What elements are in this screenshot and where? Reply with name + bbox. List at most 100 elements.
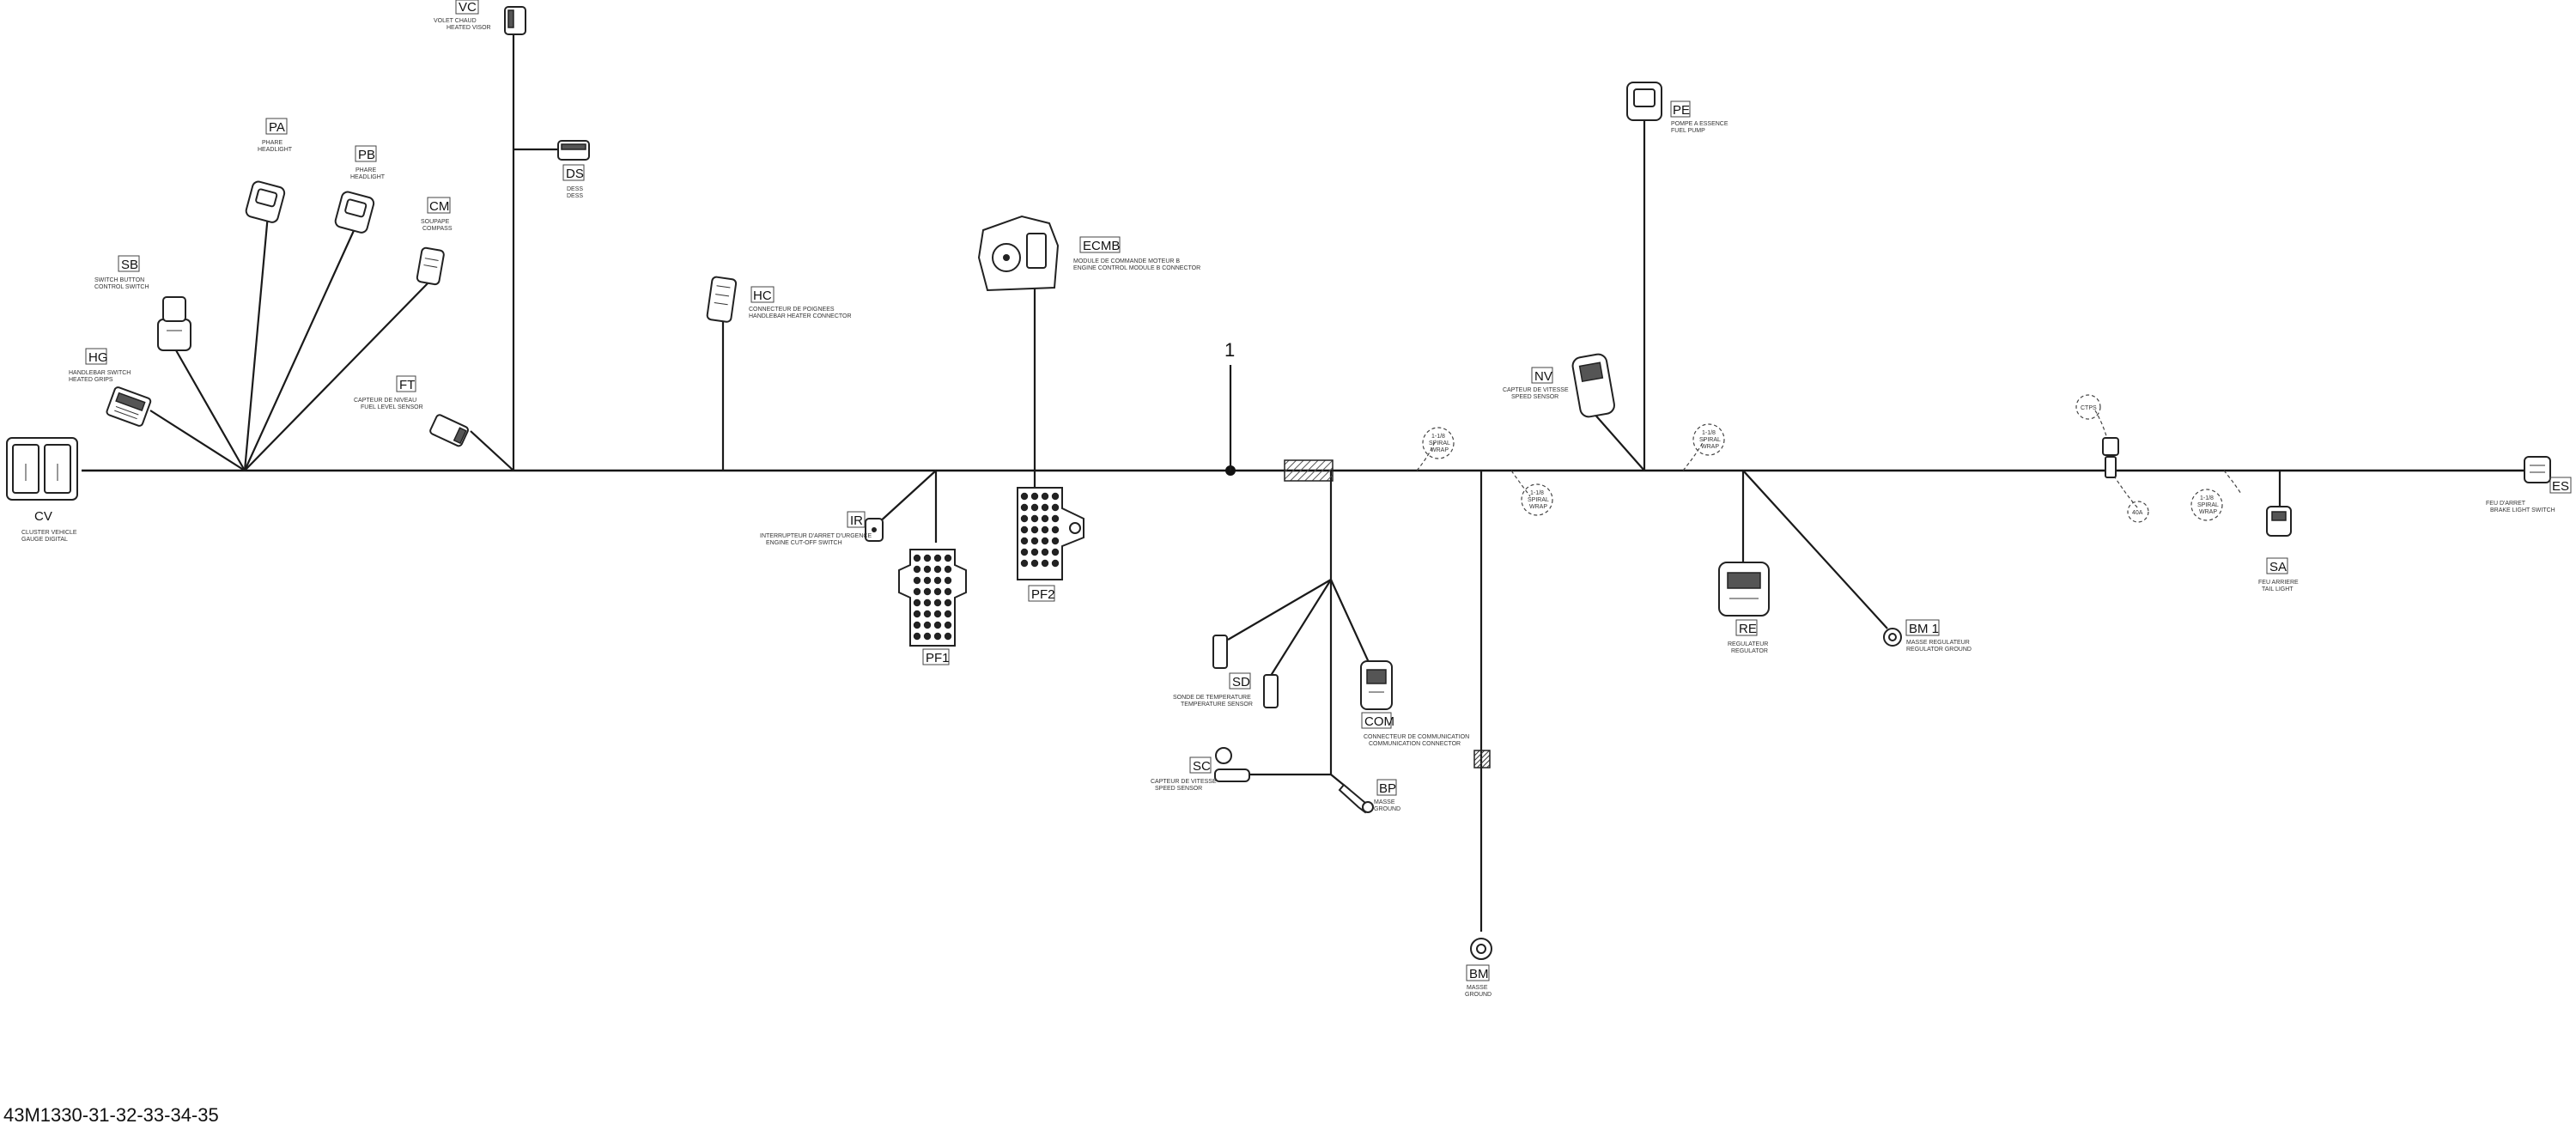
connector-pin xyxy=(923,610,932,618)
svg-text:PE: PE xyxy=(1673,103,1690,118)
svg-text:1-1/8: 1-1/8 xyxy=(1431,434,1445,440)
connector-pin xyxy=(923,576,932,585)
svg-text:REGULATOR: REGULATOR xyxy=(1731,648,1768,654)
connector-cm xyxy=(416,246,445,286)
connector-pin xyxy=(913,632,921,641)
svg-text:FEU D'ARRET: FEU D'ARRET xyxy=(2486,501,2526,507)
svg-text:CTPS: CTPS xyxy=(2081,405,2097,411)
svg-text:IR: IR xyxy=(850,513,863,528)
connector-pin xyxy=(923,554,932,562)
label-pe: PE POMPE A ESSENCE FUEL PUMP xyxy=(1670,100,1728,134)
svg-text:BM 1: BM 1 xyxy=(1909,622,1939,636)
headlight-connector-pb xyxy=(334,191,375,234)
connector-pin xyxy=(933,554,942,562)
svg-text:WRAP: WRAP xyxy=(1431,447,1449,453)
note-bubble-1: 1-1/8 SPIRAL WRAP xyxy=(1422,427,1455,459)
svg-text:TAIL LIGHT: TAIL LIGHT xyxy=(2262,586,2293,592)
svg-text:CONNECTEUR DE POIGNEES: CONNECTEUR DE POIGNEES xyxy=(749,307,835,313)
connector-pin xyxy=(944,632,952,641)
label-ir: IR INTERRUPTEUR D'ARRET D'URGENCE ENGINE… xyxy=(760,511,872,546)
note-bubble-4: 1-1/8 SPIRAL WRAP xyxy=(2190,489,2223,521)
label-pf2: PF2 xyxy=(1028,585,1055,602)
label-ecmb: ECMB MODULE DE COMMANDE MOTEUR B ENGINE … xyxy=(1073,236,1200,271)
svg-text:CAPTEUR DE VITESSE: CAPTEUR DE VITESSE xyxy=(1151,779,1217,785)
connector-pin xyxy=(1041,548,1049,556)
connector-pin xyxy=(1051,526,1060,534)
connector-pin xyxy=(944,621,952,629)
svg-text:PHARE: PHARE xyxy=(262,140,283,146)
ecm-connector-ecmb xyxy=(977,215,1060,292)
svg-text:SB: SB xyxy=(121,258,138,272)
connector-pin xyxy=(1051,548,1060,556)
label-hg: HG HANDLEBAR SWITCH HEATED GRIPS xyxy=(69,348,131,383)
svg-text:SC: SC xyxy=(1193,759,1211,774)
svg-text:WRAP: WRAP xyxy=(1529,504,1547,510)
svg-text:CONNECTEUR DE COMMUNICATION: CONNECTEUR DE COMMUNICATION xyxy=(1364,734,1469,740)
connector-pin xyxy=(1020,537,1029,545)
svg-text:NV: NV xyxy=(1534,369,1552,384)
svg-text:HEATED VISOR: HEATED VISOR xyxy=(447,25,491,31)
regulator-ground-bm1 xyxy=(1883,628,1902,647)
connector-pin xyxy=(1051,537,1060,545)
label-cv: CV CLUSTER VEHICLE GAUGE DIGITAL xyxy=(21,509,77,543)
label-pb: PB PHARE HEADLIGHT xyxy=(350,145,386,180)
label-bm: BM MASSE GROUND xyxy=(1465,964,1492,998)
headlight-connector-pa xyxy=(245,180,286,223)
connector-pin xyxy=(1020,526,1029,534)
svg-text:HC: HC xyxy=(753,289,772,303)
connector-pin xyxy=(933,576,942,585)
svg-text:CAPTEUR DE NIVEAU: CAPTEUR DE NIVEAU xyxy=(354,398,416,404)
label-pa: PA PHARE HEADLIGHT xyxy=(258,118,293,153)
label-bm1: BM 1 MASSE REGULATEUR REGULATOR GROUND xyxy=(1905,619,1971,653)
svg-text:TEMPERATURE SENSOR: TEMPERATURE SENSOR xyxy=(1181,702,1253,708)
svg-text:ES: ES xyxy=(2552,479,2569,494)
svg-text:1-1/8: 1-1/8 xyxy=(1530,490,1544,496)
connector-pin xyxy=(933,621,942,629)
svg-text:HANDLEBAR HEATER CONNECTOR: HANDLEBAR HEATER CONNECTOR xyxy=(749,313,852,319)
svg-text:DESS: DESS xyxy=(567,193,583,199)
connector-pin xyxy=(913,598,921,607)
label-bp: BP MASSE GROUND xyxy=(1374,779,1400,812)
label-sa: SA FEU ARRIERE TAIL LIGHT xyxy=(2258,557,2299,592)
callout-1-label: 1 xyxy=(1224,339,1235,361)
svg-text:CV: CV xyxy=(34,509,52,524)
connector-pin xyxy=(1030,559,1039,568)
connector-pin xyxy=(1041,503,1049,512)
svg-text:PF2: PF2 xyxy=(1031,587,1055,602)
ctps-sensor xyxy=(2102,437,2119,478)
heated-grips-connector-hg xyxy=(106,386,152,427)
heated-visor-connector-vc xyxy=(504,6,526,35)
connector-pin xyxy=(1020,559,1029,568)
svg-text:MASSE REGULATEUR: MASSE REGULATEUR xyxy=(1906,640,1970,646)
connector-pin xyxy=(1051,492,1060,501)
svg-text:HG: HG xyxy=(88,350,108,365)
connector-pin xyxy=(944,565,952,574)
ground-sleeve xyxy=(1473,750,1491,769)
svg-text:POMPE A ESSENCE: POMPE A ESSENCE xyxy=(1671,121,1728,127)
speed-sensor-sc xyxy=(1214,747,1250,782)
svg-text:SPIRAL: SPIRAL xyxy=(1528,497,1549,503)
cutoff-switch-connector-ir xyxy=(865,518,884,542)
connector-pin xyxy=(1030,548,1039,556)
label-pf1: PF1 xyxy=(922,648,950,665)
connector-labels: CV CLUSTER VEHICLE GAUGE DIGITAL HG HAND… xyxy=(21,0,2572,998)
svg-text:SPIRAL: SPIRAL xyxy=(1429,440,1450,447)
svg-text:CM: CM xyxy=(429,199,449,214)
svg-text:WRAP: WRAP xyxy=(1701,444,1719,450)
connector-pin xyxy=(1041,559,1049,568)
svg-text:SPIRAL: SPIRAL xyxy=(2197,502,2219,508)
svg-text:VOLET CHAUD: VOLET CHAUD xyxy=(434,18,477,24)
svg-text:MODULE DE COMMANDE MOTEUR B: MODULE DE COMMANDE MOTEUR B xyxy=(1073,258,1180,264)
connector-pin xyxy=(1051,559,1060,568)
fuel-level-connector-ft xyxy=(429,414,469,447)
svg-text:SPEED SENSOR: SPEED SENSOR xyxy=(1155,786,1202,792)
regulator-connector-re xyxy=(1718,562,1770,617)
connector-pf1 xyxy=(898,549,967,647)
svg-text:SOUPAPE: SOUPAPE xyxy=(421,219,450,225)
svg-text:PHARE: PHARE xyxy=(355,167,376,173)
connector-pin xyxy=(944,587,952,596)
svg-text:FT: FT xyxy=(399,378,415,392)
label-es: ES FEU D'ARRET BRAKE LIGHT SWITCH xyxy=(2486,477,2572,513)
connector-pin xyxy=(1041,537,1049,545)
label-ft: FT CAPTEUR DE NIVEAU FUEL LEVEL SENSOR xyxy=(354,375,423,410)
